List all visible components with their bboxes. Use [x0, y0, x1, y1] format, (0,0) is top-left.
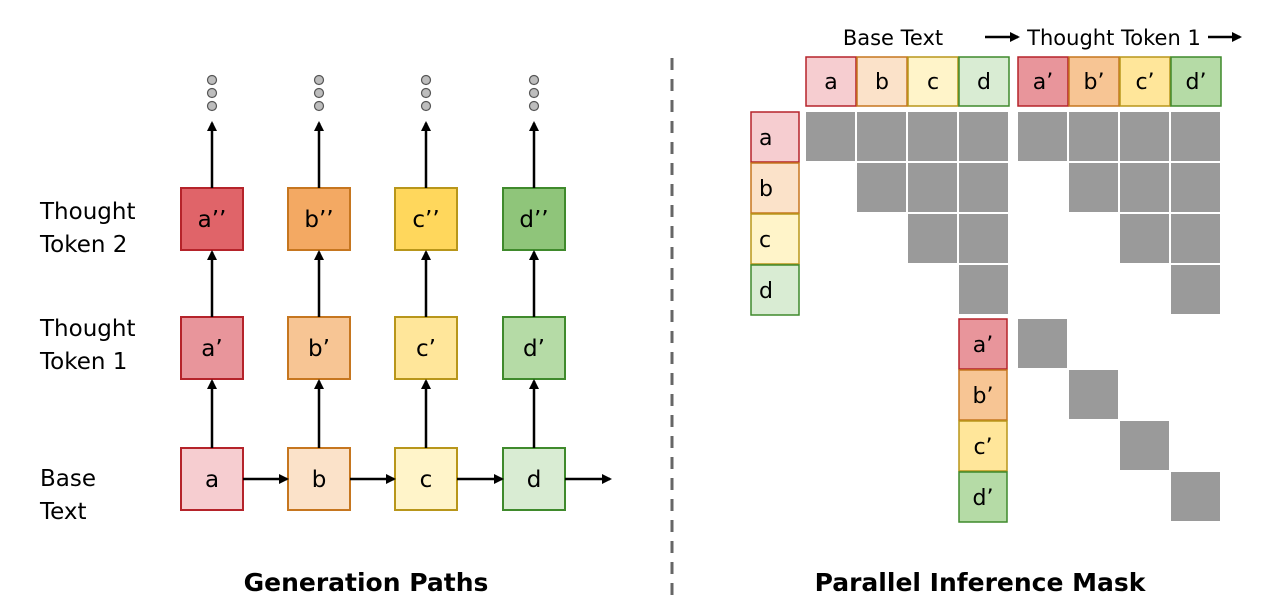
- mask-row-header-label-c: c: [759, 228, 771, 253]
- mask-cell-a-a-prime: [1018, 112, 1067, 161]
- token-label-t2-c: c’’: [412, 207, 439, 233]
- ellipsis-dot-c-3: [420, 100, 432, 112]
- mask-cell-d-prime-d-prime: [1171, 472, 1220, 521]
- row-label-thought-token-1-line2: Token 1: [39, 349, 127, 375]
- token-box-t1-a: [180, 316, 244, 380]
- mask-col-header-label-d-prime: d’: [1186, 70, 1207, 95]
- token-label-base-a: a: [205, 467, 219, 493]
- token-label-t1-c: c’: [416, 336, 436, 362]
- mask-col-header-c: [907, 56, 959, 107]
- mask-row-header-label-c-prime: c’: [973, 435, 992, 460]
- mask-cell-a-b-prime: [1069, 112, 1118, 161]
- token-box-t1-d: [502, 316, 566, 380]
- ellipsis-dot-b-1: [313, 74, 325, 86]
- mask-row-header-d: [750, 264, 800, 316]
- mask-row-header-a-prime: [958, 318, 1008, 370]
- ellipsis-dot-d-3: [528, 100, 540, 112]
- ellipsis-dot-c-1: [420, 74, 432, 86]
- row-label-thought-token-2: Thought Token 2: [39, 199, 135, 258]
- token-label-t1-b: b’: [308, 336, 330, 362]
- row-label-base-text-line1: Base: [40, 466, 96, 492]
- mask-row-header-b-prime: [958, 369, 1008, 421]
- mask-cell-b-b-prime: [1069, 163, 1118, 212]
- mask-cell-b-c: [908, 163, 957, 212]
- token-label-t1-a: a’: [201, 336, 222, 362]
- mask-row-header-a: [750, 111, 800, 163]
- row-label-thought-token-1-line1: Thought: [39, 316, 135, 342]
- mask-col-header-label-a: a: [824, 70, 837, 95]
- mask-row-header-label-d: d: [759, 279, 773, 304]
- mask-cell-a-c: [908, 112, 957, 161]
- mask-col-header-b-prime: [1068, 56, 1120, 107]
- mask-col-header-a: [805, 56, 857, 107]
- mask-row-header-label-a: a: [759, 126, 772, 151]
- mask-row-header-label-a-prime: a’: [973, 333, 993, 358]
- row-label-thought-token-2-line1: Thought: [39, 199, 135, 225]
- row-label-thought-token-1: Thought Token 1: [39, 316, 135, 375]
- ellipsis-dot-b-3: [313, 100, 325, 112]
- mask-cell-b-prime-b-prime: [1069, 370, 1118, 419]
- mask-cell-b-c-prime: [1120, 163, 1169, 212]
- generation-paths-title: Generation Paths: [244, 568, 489, 597]
- ellipsis-dot-d-2: [528, 87, 540, 99]
- mask-col-header-label-b-prime: b’: [1084, 70, 1105, 95]
- mask-cell-c-c: [908, 214, 957, 263]
- ellipsis-dot-a-1: [206, 74, 218, 86]
- mask-row-header-label-b-prime: b’: [973, 384, 994, 409]
- mask-cell-a-a: [806, 112, 855, 161]
- ellipsis-dot-c-2: [420, 87, 432, 99]
- mask-row-header-c-prime: [958, 420, 1008, 472]
- ellipsis-dot-a-2: [206, 87, 218, 99]
- mask-cell-b-d: [959, 163, 1008, 212]
- ellipsis-dot-a-3: [206, 100, 218, 112]
- generated-diagram-layer: a a’ a’’ b b’ b’’ c c’ c’’ d d’ d’’ a b c d a’ b’ c’ d’ a b c d…: [180, 32, 1242, 523]
- mask-col-header-label-c: c: [927, 70, 939, 95]
- mask-cell-a-prime-a-prime: [1018, 319, 1067, 368]
- mask-row-header-d-prime: [958, 471, 1008, 523]
- ellipsis-dot-b-2: [313, 87, 325, 99]
- token-label-t2-d: d’’: [519, 207, 548, 233]
- mask-col-header-d: [958, 56, 1010, 107]
- ellipsis-dot-d-1: [528, 74, 540, 86]
- mask-cell-a-d-prime: [1171, 112, 1220, 161]
- parallel-inference-mask-title: Parallel Inference Mask: [815, 568, 1147, 597]
- row-label-thought-token-2-line2: Token 2: [39, 232, 127, 258]
- mask-cell-d-d-prime: [1171, 265, 1220, 314]
- mask-col-header-b: [856, 56, 908, 107]
- token-label-base-b: b: [312, 467, 327, 493]
- mask-col-header-c-prime: [1119, 56, 1171, 107]
- mask-col-header-label-d: d: [977, 70, 991, 95]
- mask-cell-d-d: [959, 265, 1008, 314]
- mask-cell-a-d: [959, 112, 1008, 161]
- mask-cell-a-b: [857, 112, 906, 161]
- token-label-t2-b: b’’: [304, 207, 333, 233]
- token-label-base-c: c: [420, 467, 433, 493]
- mask-row-header-label-b: b: [759, 177, 773, 202]
- mask-col-header-d-prime: [1170, 56, 1222, 107]
- token-label-t2-a: a’’: [198, 207, 227, 233]
- row-label-base-text-line2: Text: [39, 499, 87, 525]
- row-label-base-text: Base Text: [39, 466, 96, 525]
- token-label-t1-d: d’: [523, 336, 545, 362]
- mask-col-header-a-prime: [1017, 56, 1069, 107]
- mask-cell-a-c-prime: [1120, 112, 1169, 161]
- mask-cell-b-b: [857, 163, 906, 212]
- mask-cell-c-d-prime: [1171, 214, 1220, 263]
- mask-cell-c-c-prime: [1120, 214, 1169, 263]
- mask-cell-c-prime-c-prime: [1120, 421, 1169, 470]
- mask-row-header-c: [750, 213, 800, 265]
- mask-col-header-label-a-prime: a’: [1033, 70, 1053, 95]
- mask-cell-c-d: [959, 214, 1008, 263]
- mask-row-header-b: [750, 162, 800, 214]
- mask-col-header-label-c-prime: c’: [1135, 70, 1154, 95]
- thought-token-1-header-label: Thought Token 1: [1026, 26, 1201, 50]
- mask-col-header-label-b: b: [875, 70, 889, 95]
- mask-cell-b-d-prime: [1171, 163, 1220, 212]
- token-label-base-d: d: [527, 467, 542, 493]
- mask-row-header-label-d-prime: d’: [973, 486, 994, 511]
- base-text-header-label: Base Text: [843, 26, 943, 50]
